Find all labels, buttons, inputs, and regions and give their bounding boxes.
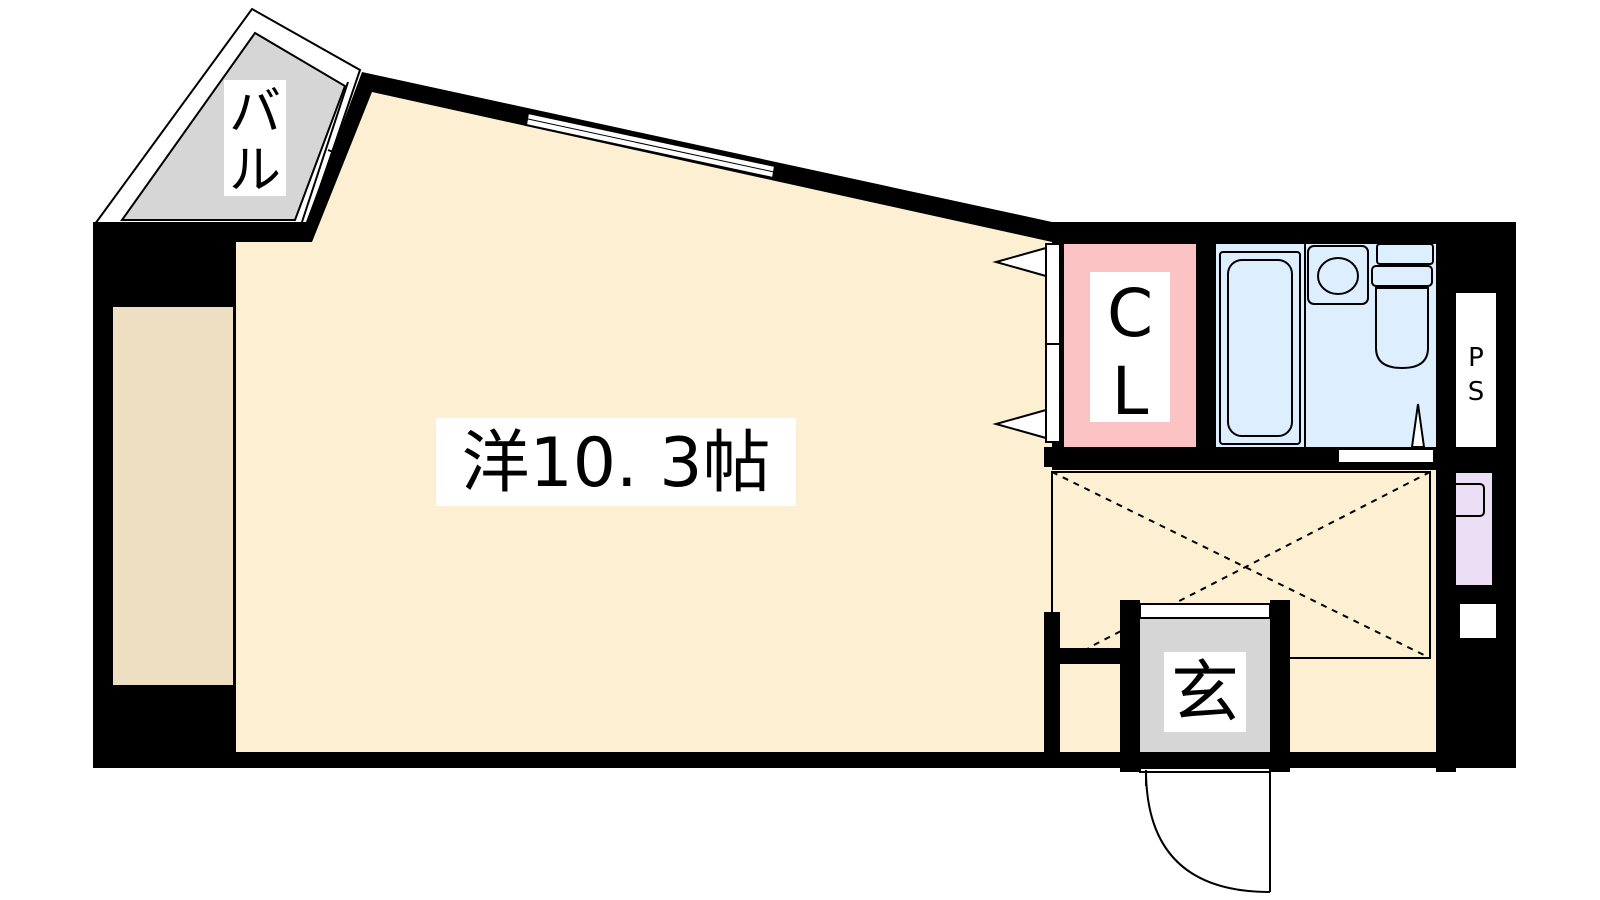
entrance-label-box — [1164, 652, 1246, 732]
washer-drain-icon — [1451, 483, 1485, 517]
main-window — [524, 111, 777, 180]
window-sash — [527, 118, 775, 173]
pipe-space-label-bottom: S — [1468, 377, 1485, 407]
balcony-label-box — [224, 80, 286, 196]
partition-wall — [1436, 232, 1456, 772]
balcony-window-frame — [301, 81, 349, 223]
front-door-leaf — [1139, 767, 1271, 773]
pipe-space — [1456, 293, 1496, 447]
bathtub — [1219, 251, 1301, 445]
entrance-wall — [1270, 600, 1290, 772]
closet-door-panel — [1045, 343, 1061, 443]
closet-door-swing — [992, 246, 1047, 278]
closet-label-box — [1090, 272, 1170, 422]
western-room-label: 洋10. 3帖 — [461, 424, 770, 503]
washbasin-bowl — [1317, 257, 1359, 295]
closet-label-top: C — [1107, 275, 1153, 352]
entrance-step — [1139, 603, 1271, 619]
closet-doors — [992, 243, 1061, 443]
toilet-bowl — [1375, 287, 1429, 370]
balcony-label-bottom: ル — [229, 141, 281, 201]
partitions — [1044, 232, 1456, 772]
kitchen-diagonal — [1087, 471, 1431, 649]
storage-floor — [113, 307, 233, 685]
bath-fixtures — [1219, 243, 1435, 464]
balcony-label-top: バ — [229, 83, 281, 143]
partition-wall — [1196, 232, 1216, 452]
pipe-space-label-top: P — [1468, 343, 1484, 373]
partition-wall — [1044, 648, 1124, 664]
bath-door — [1337, 448, 1435, 464]
meter-box — [1460, 604, 1496, 638]
toilet-lid — [1371, 265, 1433, 287]
entrance-wall — [1120, 600, 1140, 772]
entrance-bottom-wall — [1120, 752, 1290, 768]
bath-door-swing — [1410, 403, 1426, 448]
closet-door-panel — [1045, 243, 1061, 345]
kitchen-diagonal — [1051, 471, 1431, 659]
closet-label-bottom: L — [1112, 353, 1149, 430]
entrance-label: 玄 — [1171, 654, 1239, 733]
entrance — [1120, 603, 1290, 893]
western-room-label-box — [436, 418, 796, 506]
closet-door-swing — [992, 408, 1047, 440]
toilet-tank — [1376, 243, 1434, 265]
bathtub-basin — [1227, 259, 1293, 437]
labels: 洋10. 3帖 C L バ ル 玄 P S — [224, 80, 1484, 733]
front-door-swing — [1145, 769, 1271, 893]
